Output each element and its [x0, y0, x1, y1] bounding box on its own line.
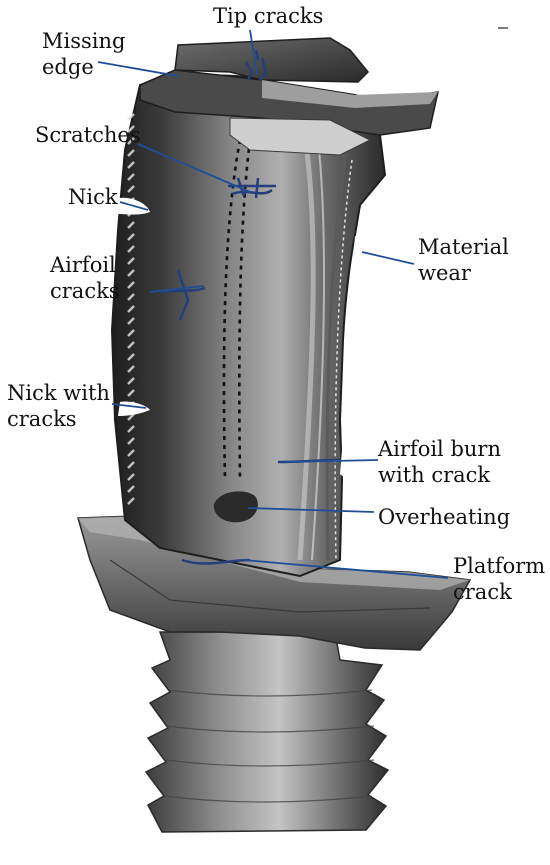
label-overheating: Overheating: [378, 505, 511, 529]
leader-missing-edge: [97, 61, 179, 77]
blade-root: [144, 631, 390, 833]
airfoil-crack-mark: [159, 269, 206, 321]
leader-platform-crack: [243, 559, 449, 579]
leader-tip-cracks: [249, 29, 258, 75]
label-platform-crack: Platform crack: [453, 554, 546, 604]
label-tip-cracks: Tip cracks: [213, 4, 324, 28]
label-airfoil-cracks: Airfoil cracks: [50, 253, 120, 303]
leader-airfoil-burn: [285, 459, 379, 463]
label-missing-edge: Missing edge: [42, 29, 126, 79]
overheating-mark: [213, 491, 258, 523]
leader-lines: [97, 29, 449, 579]
label-airfoil-burn: Airfoil burn with crack: [378, 437, 501, 487]
leader-scratches: [137, 143, 251, 193]
label-nick-with-cracks: Nick with cracks: [7, 381, 110, 431]
platform-crack-mark: [181, 558, 251, 565]
tip-crack-mark: [244, 49, 268, 81]
scratch-mark: [228, 177, 276, 199]
label-scratches: Scratches: [35, 123, 141, 147]
leader-overheating: [247, 507, 375, 513]
leader-nick: [119, 201, 149, 211]
label-nick: Nick: [68, 185, 118, 209]
label-material-wear: Material wear: [418, 235, 509, 285]
leader-nick-with-cracks: [111, 403, 147, 409]
leader-airfoil-cracks: [149, 285, 205, 293]
leader-material-wear: [361, 251, 415, 265]
